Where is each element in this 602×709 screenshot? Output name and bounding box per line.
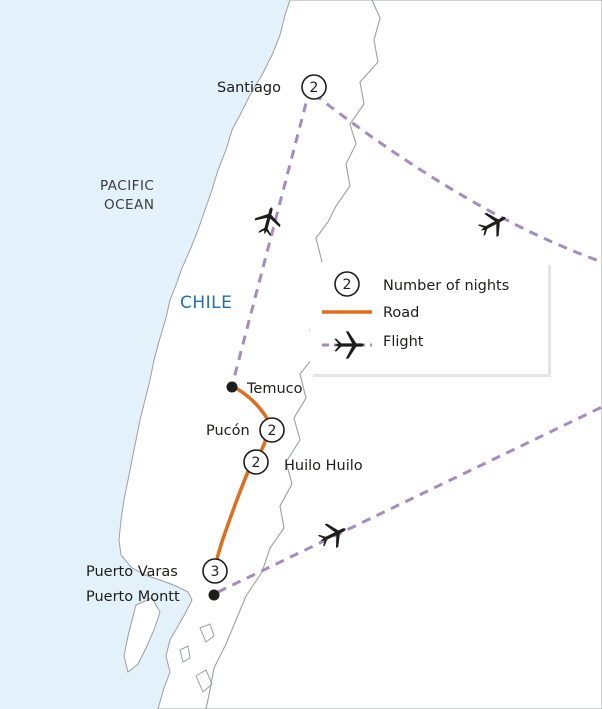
stop-label-huilo-huilo: Huilo Huilo: [284, 458, 363, 474]
stop-label-temuco: Temuco: [246, 381, 303, 397]
country-label: CHILE: [180, 293, 232, 313]
legend-nights-label: Number of nights: [383, 278, 509, 294]
legend-nights-symbol: [334, 271, 360, 297]
nights-count: 3: [211, 564, 220, 580]
stop-label-puerto-varas: Puerto Varas: [86, 564, 178, 580]
nights-badge-pucon: [259, 417, 285, 443]
stop-marker-temuco: [226, 381, 238, 393]
nights-badge-huilo-huilo: [243, 449, 269, 475]
chiloe-island: [123, 597, 161, 673]
stop-label-santiago: Santiago: [217, 80, 281, 96]
legend-nights-number: 2: [343, 277, 352, 293]
nights-count: 2: [252, 455, 261, 471]
legend-flight-label: Flight: [383, 334, 424, 350]
stop-marker-puerto-montt: [208, 589, 220, 601]
stop-label-pucon: Pucón: [206, 423, 250, 439]
nights-badge-puerto-varas: [202, 558, 228, 584]
small-island: [199, 623, 215, 643]
flight-route-santiago-east: [313, 92, 602, 264]
map-legend: 2 Number of nights Road Flight: [310, 262, 551, 377]
nights-badge-santiago: [301, 74, 327, 100]
stop-label-puerto-montt: Puerto Montt: [86, 589, 180, 605]
flight-route-puerto-montt-east: [217, 405, 602, 594]
small-island: [195, 669, 213, 693]
ocean-label: OCEAN: [104, 197, 154, 213]
ocean-label: PACIFIC: [100, 178, 154, 194]
nights-count: 2: [310, 80, 319, 96]
legend-road-label: Road: [383, 305, 419, 321]
small-island: [179, 645, 191, 663]
flight-route-santiago-temuco: [230, 87, 312, 387]
nights-count: 2: [268, 423, 277, 439]
